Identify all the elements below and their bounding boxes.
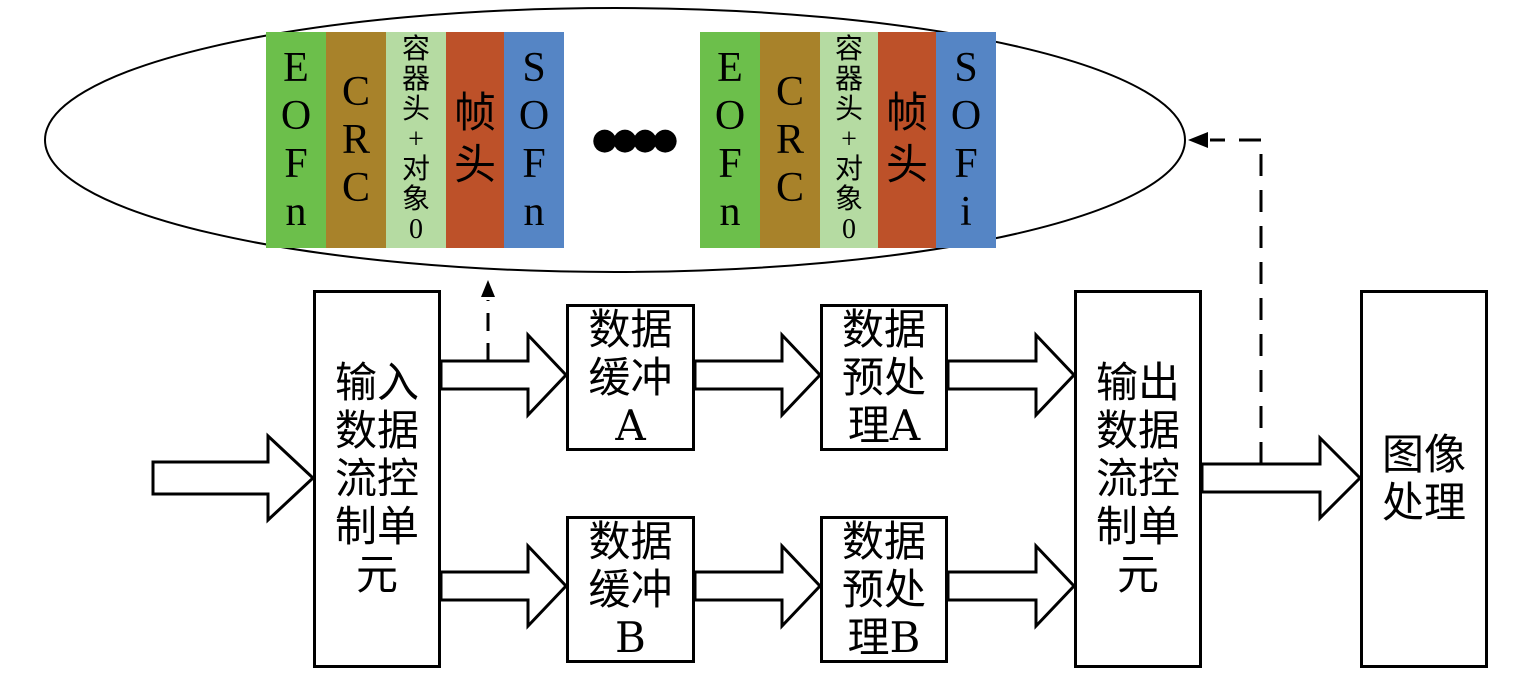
dashed-link-input-arrowhead (481, 280, 495, 297)
segment-eof-last-label: E O F n (714, 45, 746, 235)
input-flow-control-block: 输入 数据 流控 制单 元 (313, 290, 441, 668)
output-flow-control-label: 输出 数据 流控 制单 元 (1095, 358, 1180, 599)
arrow-input-to-buffer-b (439, 542, 569, 630)
output-flow-control-block: 输出 数据 流控 制单 元 (1074, 290, 1202, 668)
input-arrow (151, 432, 316, 524)
segment-crc-first: C R C (326, 32, 386, 248)
segment-sof-first-label: S O F n (518, 45, 550, 235)
arrow-preproc-a-to-output (946, 331, 1077, 419)
data-buffer-b-block: 数据 缓冲 B (566, 516, 695, 663)
data-buffer-b-label: 数据 缓冲 B (588, 516, 673, 662)
data-buffer-a-label: 数据 缓冲 A (588, 304, 673, 450)
segment-frame-last-label: 帧 头 (885, 91, 928, 189)
ellipsis-dots: ●●●● (591, 122, 679, 157)
segment-crc-first-label: C R C (341, 69, 370, 211)
segment-frame-last: 帧 头 (878, 32, 936, 248)
segment-header-last-label: 容 器 头 + 对 象 0 (834, 34, 863, 245)
data-stream-ellipse (44, 7, 1186, 273)
data-buffer-a-block: 数据 缓冲 A (566, 304, 695, 451)
segment-eof-first: E O F n (266, 32, 326, 248)
image-processing-block: 图像 处理 (1360, 290, 1488, 668)
data-preprocess-b-block: 数据 预处 理B (820, 516, 948, 663)
segment-eof-first-label: E O F n (280, 45, 312, 235)
segment-sof-last-label: S O F i (950, 45, 982, 235)
segment-header-first: 容 器 头 + 对 象 0 (386, 32, 446, 248)
dashed-link-output-arrowhead (1188, 132, 1208, 148)
input-flow-control-label: 输入 数据 流控 制单 元 (334, 358, 419, 599)
dashed-link-output-stream (1210, 138, 1263, 464)
data-preprocess-b-label: 数据 预处 理B (841, 516, 926, 662)
segment-crc-last-label: C R C (775, 69, 804, 211)
segment-frame-first: 帧 头 (446, 32, 504, 248)
arrow-preproc-b-to-output (946, 542, 1077, 630)
segment-header-last: 容 器 头 + 对 象 0 (820, 32, 878, 248)
data-preprocess-a-block: 数据 预处 理A (820, 304, 948, 451)
arrow-buffer-b-to-preproc-b (693, 542, 823, 630)
segment-header-first-label: 容 器 头 + 对 象 0 (401, 34, 430, 245)
segment-eof-last: E O F n (700, 32, 760, 248)
segment-sof-last: S O F i (936, 32, 996, 248)
segment-frame-first-label: 帧 头 (453, 91, 496, 189)
segment-crc-last: C R C (760, 32, 820, 248)
data-preprocess-a-label: 数据 预处 理A (841, 304, 926, 450)
segment-sof-first: S O F n (504, 32, 564, 248)
arrow-buffer-a-to-preproc-a (693, 331, 823, 419)
arrow-output-to-image-proc (1200, 434, 1363, 522)
arrow-input-to-buffer-a (439, 331, 569, 419)
image-processing-label: 图像 处理 (1381, 430, 1466, 527)
